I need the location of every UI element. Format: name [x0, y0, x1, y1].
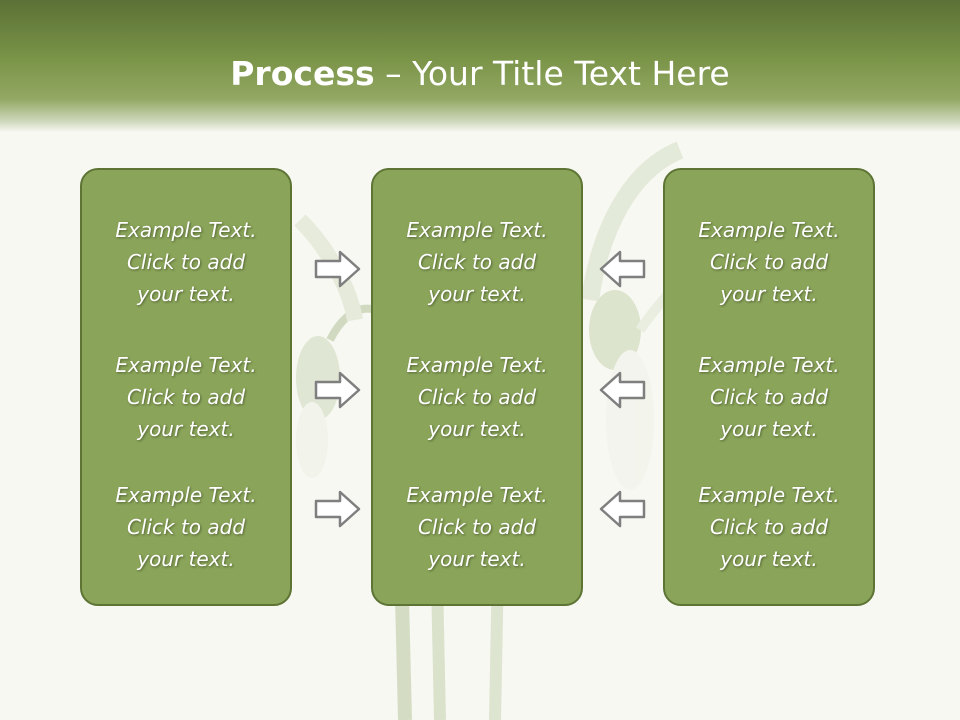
title-rest: Your Title Text Here	[412, 54, 730, 93]
text-line: Click to add	[417, 515, 537, 539]
text-line: Example Text.	[698, 353, 840, 377]
text-line: Example Text.	[115, 353, 257, 377]
text-line: your text.	[428, 417, 526, 441]
right-arrow-icon	[314, 250, 361, 288]
header-band	[0, 0, 960, 132]
left-arrow-icon	[599, 490, 646, 528]
title-bold: Process	[230, 54, 375, 93]
box-text-item[interactable]: Example Text. Click to add your text.	[82, 214, 290, 310]
process-box-left[interactable]: Example Text. Click to add your text. Ex…	[80, 168, 292, 606]
text-line: Example Text.	[115, 483, 257, 507]
text-line: Example Text.	[698, 218, 840, 242]
box-text-item[interactable]: Example Text. Click to add your text.	[373, 214, 581, 310]
text-line: Click to add	[709, 250, 829, 274]
box-text-item[interactable]: Example Text. Click to add your text.	[665, 349, 873, 445]
text-line: your text.	[137, 282, 235, 306]
box-text-item[interactable]: Example Text. Click to add your text.	[373, 479, 581, 575]
right-arrow-icon	[314, 490, 361, 528]
text-line: Click to add	[126, 385, 246, 409]
left-arrow-icon	[599, 250, 646, 288]
text-line: your text.	[428, 547, 526, 571]
text-line: Example Text.	[406, 218, 548, 242]
process-box-right[interactable]: Example Text. Click to add your text. Ex…	[663, 168, 875, 606]
text-line: your text.	[428, 282, 526, 306]
text-line: Example Text.	[115, 218, 257, 242]
text-line: your text.	[720, 417, 818, 441]
text-line: your text.	[720, 547, 818, 571]
slide-title[interactable]: Process – Your Title Text Here	[0, 52, 960, 96]
text-line: your text.	[720, 282, 818, 306]
text-line: Example Text.	[698, 483, 840, 507]
text-line: Example Text.	[406, 353, 548, 377]
text-line: Click to add	[126, 250, 246, 274]
text-line: Click to add	[417, 385, 537, 409]
box-text-item[interactable]: Example Text. Click to add your text.	[82, 349, 290, 445]
box-text-item[interactable]: Example Text. Click to add your text.	[665, 214, 873, 310]
box-text-item[interactable]: Example Text. Click to add your text.	[665, 479, 873, 575]
text-line: your text.	[137, 547, 235, 571]
box-text-item[interactable]: Example Text. Click to add your text.	[82, 479, 290, 575]
text-line: Click to add	[126, 515, 246, 539]
text-line: Click to add	[709, 515, 829, 539]
text-line: Click to add	[417, 250, 537, 274]
title-separator: –	[374, 54, 413, 93]
text-line: your text.	[137, 417, 235, 441]
right-arrow-icon	[314, 371, 361, 409]
process-box-center[interactable]: Example Text. Click to add your text. Ex…	[371, 168, 583, 606]
text-line: Example Text.	[406, 483, 548, 507]
text-line: Click to add	[709, 385, 829, 409]
box-text-item[interactable]: Example Text. Click to add your text.	[373, 349, 581, 445]
left-arrow-icon	[599, 371, 646, 409]
